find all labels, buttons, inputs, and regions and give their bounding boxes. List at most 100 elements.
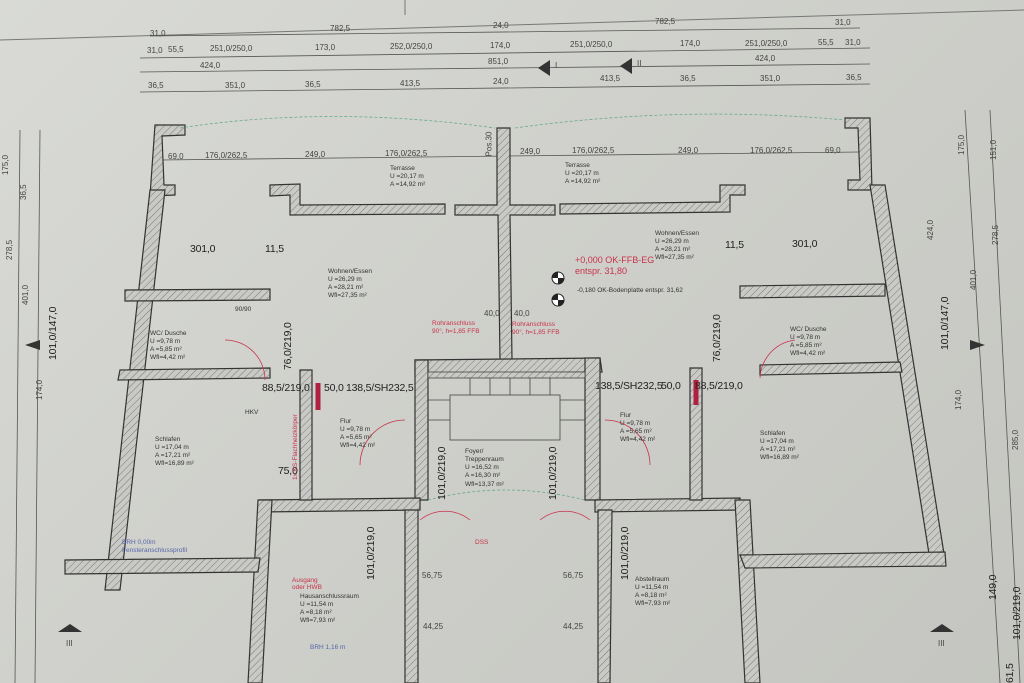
window-sill-label: BRH 0,00m: [122, 539, 156, 546]
staircase: [427, 371, 586, 441]
dim-label: 55,5: [818, 38, 834, 47]
dim-label: 101,0/219,0: [365, 526, 377, 580]
dim-label: 11,5: [725, 239, 744, 251]
dim-label: 88,5/219,0: [695, 380, 743, 392]
dim-label: 101,0/147,0: [47, 306, 59, 360]
room-name: Hausanschlussraum: [300, 593, 359, 600]
dim-label: 175,0: [1, 154, 10, 175]
room-living-area: Wfl=7,93 m²: [635, 600, 671, 608]
dim-label: 56,75: [422, 571, 443, 580]
dim-label: 149,0: [987, 574, 999, 600]
dim-label: 176,0/262,5: [572, 146, 615, 155]
dim-label: 69,0: [168, 152, 184, 161]
dim-label: 176,0/262,5: [205, 151, 248, 160]
room-area: A =17,21 m²: [155, 452, 191, 460]
pipe-connection-detail: 90°, h=1,85 FFB: [432, 328, 480, 335]
room-name: Terrasse: [565, 162, 590, 169]
dim-label: 50,0: [324, 382, 344, 394]
walls: [64, 117, 947, 683]
section-mark-label: II: [637, 59, 642, 68]
room-perimeter: U =11,54 m: [635, 584, 669, 592]
dim-label: 174,0: [954, 389, 963, 410]
dim-label: 101,0/219,0: [619, 526, 631, 580]
dim-label: 88,5/219,0: [262, 382, 310, 394]
room-area: A =5,85 m²: [790, 342, 822, 350]
dim-label: 36,5: [19, 184, 28, 200]
dss-label: DSS: [475, 539, 489, 546]
door-swings: [224, 339, 796, 521]
room-living-area: Wfl=13,37 m²: [465, 480, 504, 488]
room-living-area: Wfl=16,89 m²: [155, 460, 194, 468]
dim-label: 31,0: [845, 38, 861, 47]
section-mark-label: III: [938, 639, 945, 648]
dim-label: 24,0: [493, 77, 509, 86]
exit-label: Ausgang oder HWB: [292, 577, 322, 591]
dim-label: 69,0: [825, 146, 841, 155]
room-perimeter: U =17,04 m: [155, 444, 189, 452]
dim-label: 285,0: [1011, 429, 1020, 450]
dim-label: 101,0/147,0: [939, 296, 951, 350]
dim-label: 101,0/219,0: [547, 446, 559, 500]
dim-label: 782,5: [655, 17, 676, 26]
room-name: Flur: [340, 418, 352, 425]
room-living-area: Wfl=7,93 m²: [300, 617, 336, 625]
room-name: Wohnen/Essen: [655, 230, 699, 237]
dim-label: 61,5: [1004, 663, 1016, 683]
dim-label: 40,0: [484, 309, 500, 318]
room-perimeter: U =16,52 m: [465, 464, 499, 472]
room-perimeter: U =9,78 m: [150, 338, 181, 346]
dim-label: 31,0: [835, 18, 851, 27]
room-area: A =28,21 m²: [655, 246, 691, 254]
dim-label: 174,0: [35, 379, 44, 400]
dim-label: 151,0: [989, 139, 998, 160]
dim-label: 424,0: [200, 61, 221, 70]
room-perimeter: U =26,29 m: [655, 238, 689, 246]
dim-label: 75,0: [278, 465, 298, 477]
dim-label: 176,0/262,5: [750, 146, 793, 155]
room-name: Flur: [620, 412, 632, 419]
room-living-area: Wfl=4,42 m²: [620, 436, 656, 444]
room-area: A =28,21 m²: [328, 284, 364, 292]
room-living-area: Wfl=4,42 m²: [790, 350, 826, 358]
slab-annotation: -0,180 OK-Bodenplatte entspr. 31,62: [577, 287, 683, 294]
pipe-connection-detail: 90°, h=1,85 FFB: [512, 329, 560, 336]
dim-label: 401,0: [969, 269, 978, 290]
dim-label: 36,5: [846, 73, 862, 82]
room-name: Terrasse: [390, 165, 415, 172]
dim-label: 413,5: [600, 74, 621, 83]
dim-label: 174,0: [490, 41, 511, 50]
room-area: A =14,92 m²: [565, 178, 601, 186]
dim-label: 401,0: [21, 284, 30, 305]
dim-label: 138,5/SH232,5: [595, 380, 663, 392]
hkv-label: HKV: [245, 409, 259, 416]
dim-label: 782,5: [330, 24, 351, 33]
level-annotation: +0,000 OK-FFB-EG: [575, 255, 655, 265]
dim-label: 424,0: [926, 219, 935, 240]
room-perimeter: U =20,17 m: [565, 170, 599, 178]
dim-label: 55,5: [168, 45, 184, 54]
room-area: A =17,21 m²: [760, 446, 796, 454]
dim-label: 31,0: [150, 29, 166, 38]
dim-label: 252,0/250,0: [390, 42, 433, 51]
dim-label: 44,25: [423, 622, 444, 631]
room-name: WC/ Dusche: [150, 330, 187, 337]
dim-label: 351,0: [760, 74, 781, 83]
dim-label: 251,0/250,0: [210, 44, 253, 53]
dim-label: 251,0/250,0: [570, 40, 613, 49]
room-perimeter: U =9,78 m: [340, 426, 371, 434]
dim-label: 138,5/SH232,5: [346, 382, 414, 394]
dim-label: 251,0/250,0: [745, 39, 788, 48]
room-perimeter: U =9,78 m: [790, 334, 821, 342]
window-sill-label-2: BRH 1,16 m: [310, 644, 346, 651]
dim-label: 44,25: [563, 622, 584, 631]
dim-label: 301,0: [792, 238, 818, 250]
room-perimeter: U =11,54 m: [300, 601, 334, 609]
